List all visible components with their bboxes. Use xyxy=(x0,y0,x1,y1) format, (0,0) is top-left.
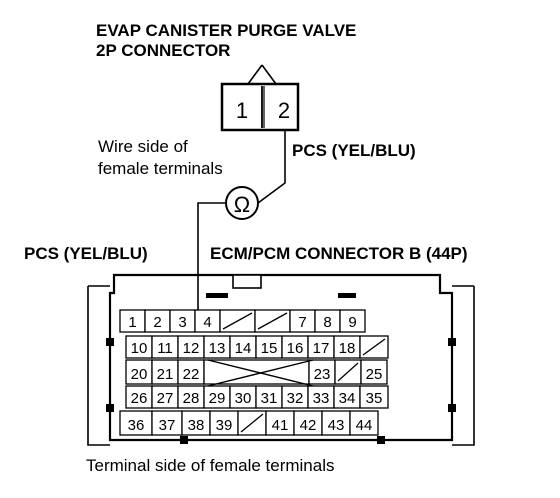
terminal-side-caption: Terminal side of female terminals xyxy=(86,456,335,475)
unused-terminal-slash xyxy=(362,338,386,356)
terminal-cell xyxy=(181,410,211,436)
unused-terminal-slash xyxy=(222,312,253,330)
terminal-number: 7 xyxy=(298,314,306,331)
terminal-number: 15 xyxy=(261,340,278,357)
pcs-wire-label-left: PCS (YEL/BLU) xyxy=(24,244,148,263)
terminal-number: 32 xyxy=(287,390,304,407)
terminal-number: 11 xyxy=(157,340,173,357)
terminal-cell xyxy=(125,359,153,385)
terminal-number: 1 xyxy=(128,314,136,331)
unused-terminal-slash xyxy=(240,413,264,433)
terminal-number: 36 xyxy=(128,417,145,434)
ohm-icon: Ω xyxy=(234,192,250,217)
terminal-number: 4 xyxy=(203,314,211,331)
terminal-number: 17 xyxy=(313,340,330,357)
purge-valve-title-line2: 2P CONNECTOR xyxy=(96,41,231,60)
wire-side-label-line2: female terminals xyxy=(98,159,223,178)
terminal-number: 34 xyxy=(339,390,356,407)
unused-terminal-slash xyxy=(257,312,288,330)
terminal-cell xyxy=(209,410,239,436)
terminal-number: 37 xyxy=(159,417,176,434)
terminal-number: 12 xyxy=(183,340,200,357)
terminal-number: 28 xyxy=(183,390,200,407)
terminal-number: 27 xyxy=(157,390,174,407)
terminal-number: 29 xyxy=(209,390,226,407)
terminal-number: 9 xyxy=(348,314,356,331)
ecm-connector-title: ECM/PCM CONNECTOR B (44P) xyxy=(210,244,468,263)
terminal-cell xyxy=(359,385,389,409)
purge-valve-title-line1: EVAP CANISTER PURGE VALVE xyxy=(96,21,357,40)
terminal-number: 44 xyxy=(356,417,373,434)
terminal-number: 8 xyxy=(323,314,331,331)
terminal-number: 35 xyxy=(366,390,383,407)
terminal-number: 30 xyxy=(235,390,252,407)
terminal-number: 10 xyxy=(131,340,148,357)
terminal-cell xyxy=(349,410,379,436)
terminal-cell xyxy=(360,359,388,385)
ecm-connector-shell xyxy=(87,273,475,446)
purge-valve-pin-2: 2 xyxy=(278,98,290,123)
terminal-number: 13 xyxy=(209,340,226,357)
terminal-number: 39 xyxy=(216,417,233,434)
terminal-number: 16 xyxy=(287,340,304,357)
purge-valve-pin-1: 1 xyxy=(236,98,248,123)
terminal-number: 41 xyxy=(272,417,289,434)
connector-pointer xyxy=(247,64,277,85)
terminal-number: 38 xyxy=(188,417,205,434)
wire-side-label-line1: Wire side of xyxy=(98,137,188,156)
test-lead-valve xyxy=(257,130,286,204)
terminal-cell xyxy=(119,410,153,436)
blanked-terminals-cross xyxy=(207,359,314,387)
terminal-cell xyxy=(308,359,336,385)
terminal-number: 26 xyxy=(131,390,148,407)
unused-terminal-slash xyxy=(337,362,359,382)
terminal-number: 2 xyxy=(153,314,161,331)
terminal-number: 14 xyxy=(235,340,252,357)
terminal-number: 3 xyxy=(178,314,186,331)
terminal-number: 22 xyxy=(183,366,200,383)
terminal-cell xyxy=(151,410,183,436)
terminal-number: 23 xyxy=(314,366,331,383)
terminal-number: 18 xyxy=(339,340,356,357)
terminal-number: 42 xyxy=(300,417,317,434)
terminal-number: 25 xyxy=(366,366,383,383)
terminal-number: 31 xyxy=(261,390,278,407)
terminal-number: 43 xyxy=(328,417,345,434)
terminal-number: 21 xyxy=(157,366,174,383)
ohmmeter-symbol xyxy=(225,186,259,220)
purge-valve-connector xyxy=(220,82,300,132)
test-lead-ecm xyxy=(197,202,226,314)
pcs-wire-label-top: PCS (YEL/BLU) xyxy=(292,141,416,160)
terminal-number: 20 xyxy=(131,366,148,383)
terminal-cell xyxy=(339,309,366,333)
terminal-number: 33 xyxy=(313,390,330,407)
